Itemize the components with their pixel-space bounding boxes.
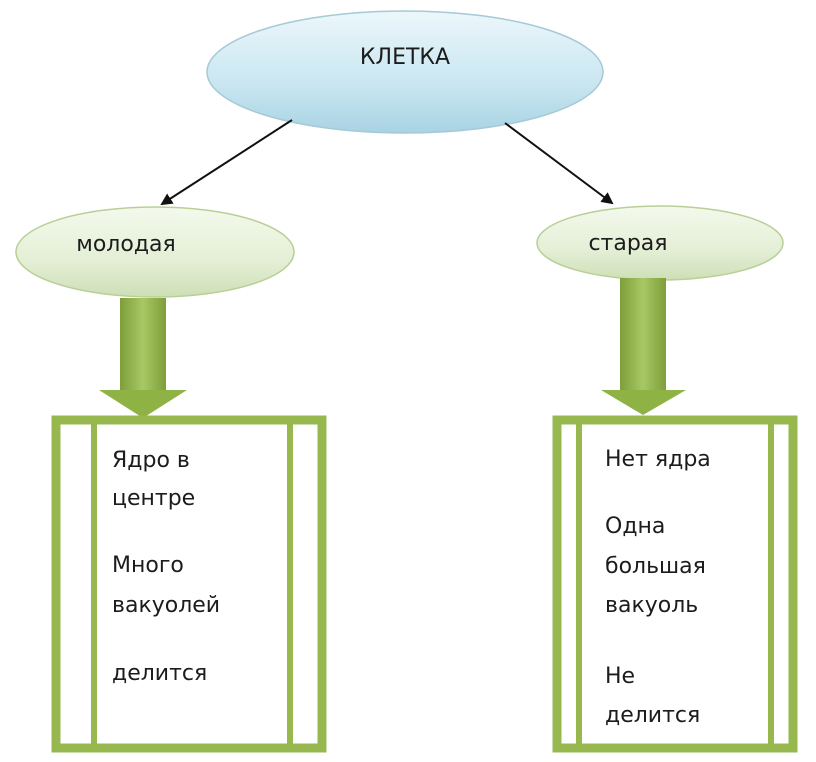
root-node: КЛЕТКА	[206, 10, 604, 134]
arrow-root-to-young	[160, 119, 293, 206]
young-line-1: Ядро в	[112, 448, 190, 473]
old-line-2: Одна	[605, 514, 665, 539]
old-line-1: Нет ядра	[605, 447, 711, 472]
old-line-5: Не	[605, 664, 635, 689]
young-line-5: делится	[112, 661, 207, 686]
young-line-3: Много	[112, 553, 184, 578]
old-line-3: большая	[605, 554, 706, 579]
old-properties-box: Нет ядра Одна большая вакуоль Не делится	[552, 415, 798, 753]
young-line-4: вакуолей	[112, 593, 220, 618]
old-node: старая	[536, 205, 784, 281]
old-label: старая	[588, 231, 667, 256]
root-label: КЛЕТКА	[360, 45, 450, 70]
young-node: молодая	[15, 206, 295, 298]
young-properties-box: Ядро в центре Много вакуолей делится	[51, 415, 327, 753]
young-line-2: центре	[112, 486, 195, 511]
old-line-4: вакуоль	[605, 593, 698, 618]
old-block-arrow	[601, 278, 686, 415]
young-block-arrow	[99, 298, 187, 418]
arrow-root-to-old	[504, 122, 614, 205]
old-line-6: делится	[605, 703, 700, 728]
young-label: молодая	[76, 232, 176, 257]
